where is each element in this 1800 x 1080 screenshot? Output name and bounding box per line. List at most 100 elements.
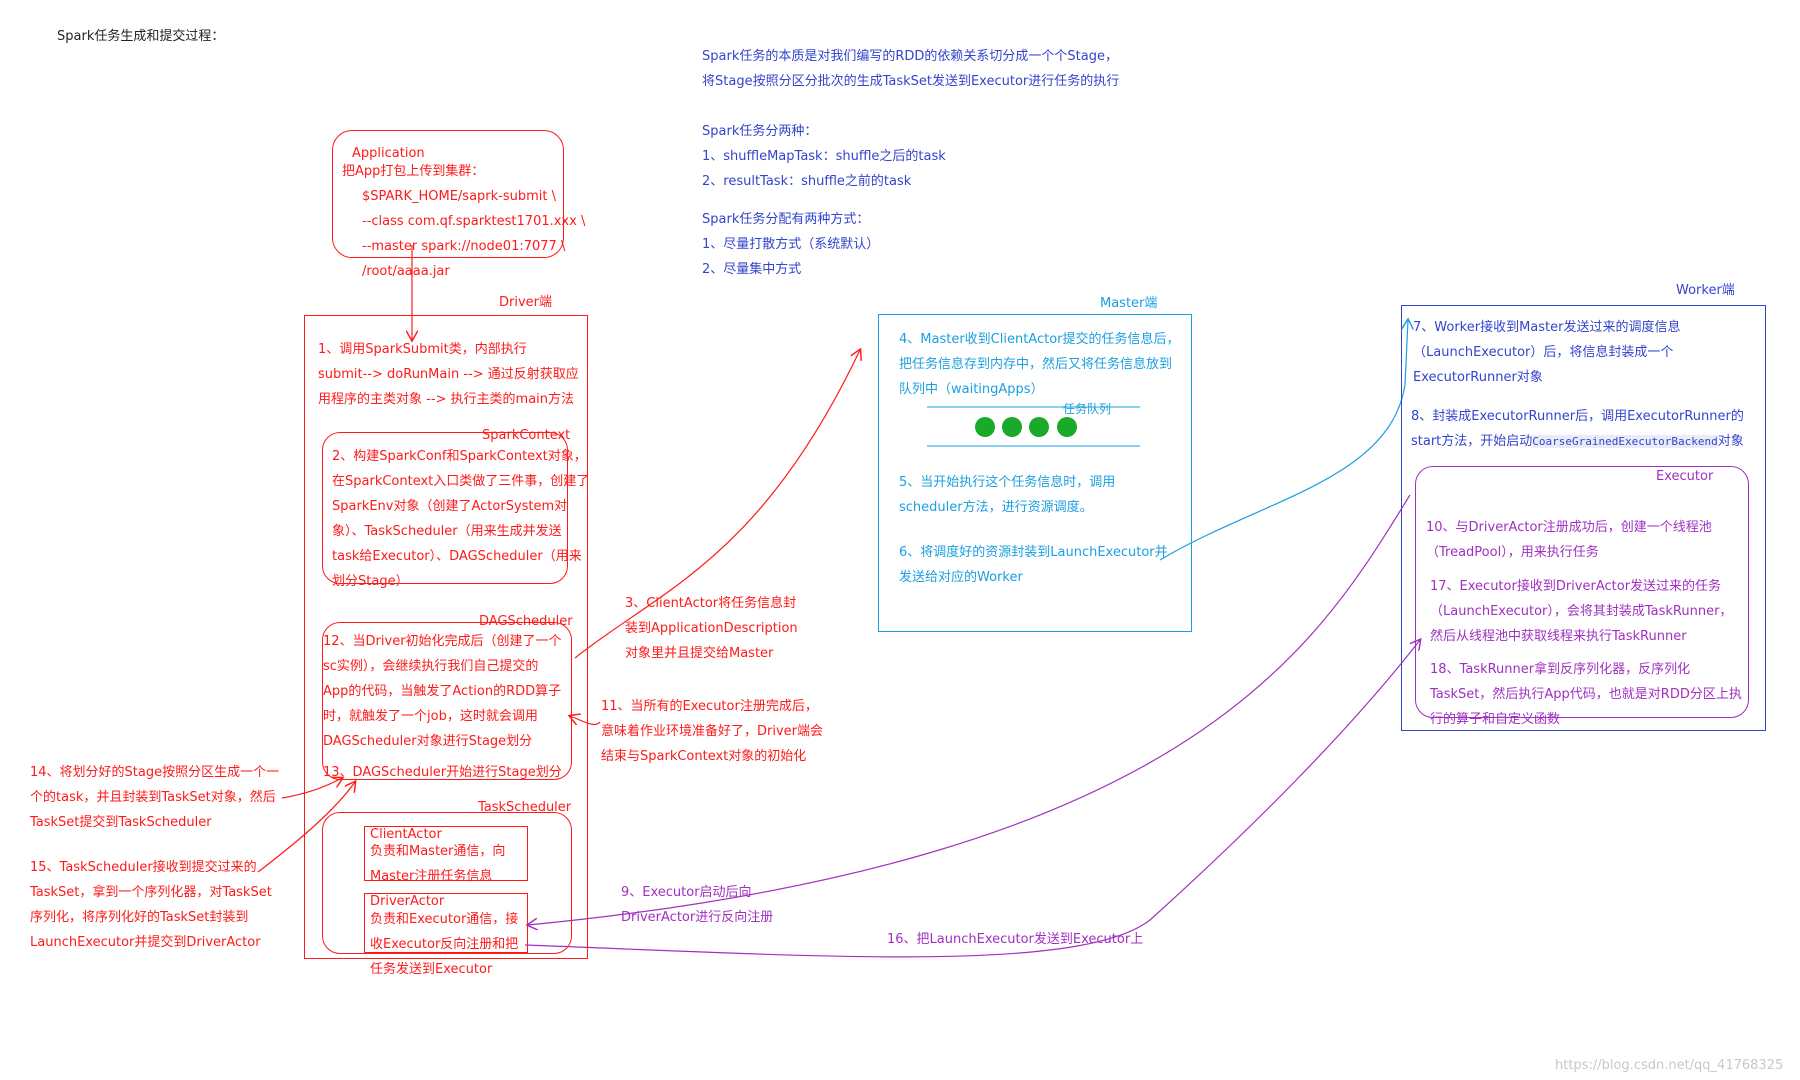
note-step3-line-2: 装到ApplicationDescription (625, 621, 798, 636)
master-step6-line-1: 6、将调度好的资源封装到LaunchExecutor并 (899, 545, 1168, 560)
executor-step18-line-2: TaskSet，然后执行App代码，也就是对RDD分区上执 (1430, 687, 1742, 702)
note-essence-line-1: Spark任务的本质是对我们编写的RDD的依赖关系切分成一个个Stage， (702, 49, 1118, 64)
worker-step8-text: start方法，开始启动 (1411, 434, 1533, 449)
note-step3-line-3: 对象里并且提交给Master (625, 646, 774, 661)
note-step14-line-2: 个的task，并且封装到TaskSet对象，然后 (30, 790, 276, 805)
worker-step7-line-3: ExecutorRunner对象 (1413, 370, 1543, 385)
queue-task-dot-4 (1057, 417, 1077, 437)
driveractor-title: DriverActor (370, 894, 445, 909)
queue-task-dot-2 (1002, 417, 1022, 437)
application-cmd-line-1: $SPARK_HOME/saprk-submit \ (362, 189, 557, 204)
note-step14-line-3: TaskSet提交到TaskScheduler (30, 815, 212, 830)
application-instruction: 把App打包上传到集群： (342, 164, 485, 179)
application-cmd-line-3: --master spark://node01:7077 \ (362, 239, 566, 254)
executor-step17-line-3: 然后从线程池中获取线程来执行TaskRunner (1430, 629, 1687, 644)
page-title: Spark任务生成和提交过程： (57, 29, 225, 44)
note-step15-line-3: 序列化，将序列化好的TaskSet封装到 (30, 910, 249, 925)
dagscheduler-box (322, 622, 572, 780)
arrow-step11-to-driver (570, 716, 601, 724)
sparkcontext-step2-line-1: 2、构建SparkConf和SparkContext对象， (332, 449, 587, 464)
driver-step1-line-3: 用程序的主类对象 --> 执行主类的main方法 (318, 392, 575, 407)
worker-step8-suffix: 对象 (1717, 434, 1744, 449)
sparkcontext-step2-line-4: 象）、TaskScheduler（用来生成并发送 (332, 524, 562, 539)
master-queue-label: 任务队列 (1063, 402, 1112, 416)
taskscheduler-box (322, 812, 572, 954)
master-label: Master端 (1100, 296, 1158, 311)
executor-step10-line-1: 10、与DriverActor注册成功后，创建一个线程池 (1426, 520, 1712, 535)
note-task-types-title: Spark任务分两种： (702, 124, 818, 139)
note-step9-line-2: DriverActor进行反向注册 (621, 910, 774, 925)
application-cmd-line-4: /root/aaaa.jar (362, 264, 450, 279)
arrow-step14-to-dag (281, 778, 342, 799)
note-alloc-title: Spark任务分配有两种方式： (702, 212, 870, 227)
dagscheduler-label: DAGScheduler (479, 614, 573, 629)
note-alloc-2: 2、尽量集中方式 (702, 262, 802, 277)
dagscheduler-step13: 13、DAGScheduler开始进行Stage划分 (323, 765, 562, 780)
dagscheduler-step12-line-1: 12、当Driver初始化完成后（创建了一个 (323, 634, 562, 649)
master-step6-line-2: 发送给对应的Worker (899, 570, 1023, 585)
note-step14-line-1: 14、将划分好的Stage按照分区生成一个一 (30, 765, 280, 780)
clientactor-title: ClientActor (370, 827, 442, 842)
executor-step18-line-3: 行的算子和自定义函数 (1430, 712, 1561, 727)
worker-step7-line-2: （LaunchExecutor）后，将信息封装成一个 (1413, 345, 1674, 360)
arrow-step16-to-executor (524, 640, 1420, 958)
worker-step8-line-1: 8、封装成ExecutorRunner后，调用ExecutorRunner的 (1411, 409, 1744, 424)
note-step15-line-1: 15、TaskScheduler接收到提交过来的 (30, 860, 257, 875)
worker-box (1401, 305, 1766, 731)
application-title: Application (352, 146, 425, 161)
arrow-step3-to-master (574, 350, 860, 659)
note-task-types-2: 2、resultTask：shuffle之前的task (702, 174, 912, 189)
master-step5-line-2: scheduler方法，进行资源调度。 (899, 500, 1093, 515)
worker-label: Worker端 (1676, 283, 1735, 298)
queue-task-dot-1 (975, 417, 995, 437)
executor-step17-line-1: 17、Executor接收到DriverActor发送过来的任务 (1430, 579, 1722, 594)
master-step4-line-3: 队列中（waitingApps） (899, 382, 1044, 397)
arrow-step9-to-driveractor (528, 494, 1411, 925)
note-step11-line-1: 11、当所有的Executor注册完成后， (601, 699, 818, 714)
driver-step1-line-2: submit--> doRunMain --> 通过反射获取应 (318, 367, 579, 382)
note-task-types-1: 1、shuffleMapTask：shuffle之后的task (702, 149, 946, 164)
arrow-step6-to-worker (1159, 320, 1408, 561)
driveractor-box (364, 893, 528, 953)
dagscheduler-step12-line-4: 时，就触发了一个job，这时就会调用 (323, 709, 538, 724)
note-essence-line-2: 将Stage按照分区分批次的生成TaskSet发送到Executor进行任务的执… (702, 74, 1120, 89)
executor-label: Executor (1656, 469, 1714, 484)
sparkcontext-step2-line-6: 划分Stage） (332, 574, 409, 589)
driver-step1-line-1: 1、调用SparkSubmit类，内部执行 (318, 342, 527, 357)
master-box (878, 314, 1192, 632)
taskscheduler-label: TaskScheduler (478, 800, 572, 815)
note-step15-line-4: LaunchExecutor并提交到DriverActor (30, 935, 261, 950)
worker-step7-line-1: 7、Worker接收到Master发送过来的调度信息 (1413, 320, 1681, 335)
executor-box (1415, 466, 1749, 718)
note-step9-line-1: 9、Executor启动后向 (621, 885, 752, 900)
note-step3-line-1: 3、ClientActor将任务信息封 (625, 596, 797, 611)
note-step16: 16、把LaunchExecutor发送到Executor上 (887, 932, 1144, 947)
clientactor-desc-line-1: 负责和Master通信，向 (370, 844, 506, 859)
sparkcontext-step2-line-3: SparkEnv对象（创建了ActorSystem对 (332, 499, 568, 514)
note-step11-line-2: 意味着作业环境准备好了，Driver端会 (601, 724, 824, 739)
worker-step8-line-2: start方法，开始启动CoarseGrainedExecutorBackend… (1411, 431, 1744, 453)
clientactor-desc-line-2: Master注册任务信息 (370, 869, 493, 884)
driver-box (304, 315, 588, 959)
application-box (332, 130, 564, 258)
master-step4-line-2: 把任务信息存到内存中，然后又将任务信息放到 (899, 357, 1173, 372)
sparkcontext-box (322, 432, 568, 584)
driveractor-desc-line-2: 收Executor反向注册和把 (370, 937, 519, 952)
executor-step17-line-2: （LaunchExecutor），会将其封装成TaskRunner， (1430, 604, 1733, 619)
worker-step8-code: CoarseGrainedExecutorBackend (1532, 435, 1718, 448)
arrow-step15-to-dag (257, 782, 355, 873)
driveractor-desc-line-3: 任务发送到Executor (370, 962, 493, 977)
driveractor-desc-line-1: 负责和Executor通信，接 (370, 912, 519, 927)
watermark: https://blog.csdn.net/qq_41768325 (1555, 1058, 1784, 1073)
executor-step18-line-1: 18、TaskRunner拿到反序列化器，反序列化 (1430, 662, 1691, 677)
note-step11-line-3: 结束与SparkContext对象的初始化 (601, 749, 807, 764)
dagscheduler-step12-line-5: DAGScheduler对象进行Stage划分 (323, 734, 533, 749)
dagscheduler-step12-line-2: sc实例），会继续执行我们自己提交的 (323, 659, 539, 674)
note-step15-line-2: TaskSet，拿到一个序列化器，对TaskSet (30, 885, 272, 900)
clientactor-box (364, 826, 528, 881)
dagscheduler-step12-line-3: App的代码，当触发了Action的RDD算子 (323, 684, 562, 699)
executor-step10-line-2: （TreadPool），用来执行任务 (1426, 545, 1599, 560)
queue-task-dot-3 (1029, 417, 1049, 437)
sparkcontext-step2-line-2: 在SparkContext入口类做了三件事，创建了 (332, 474, 590, 489)
